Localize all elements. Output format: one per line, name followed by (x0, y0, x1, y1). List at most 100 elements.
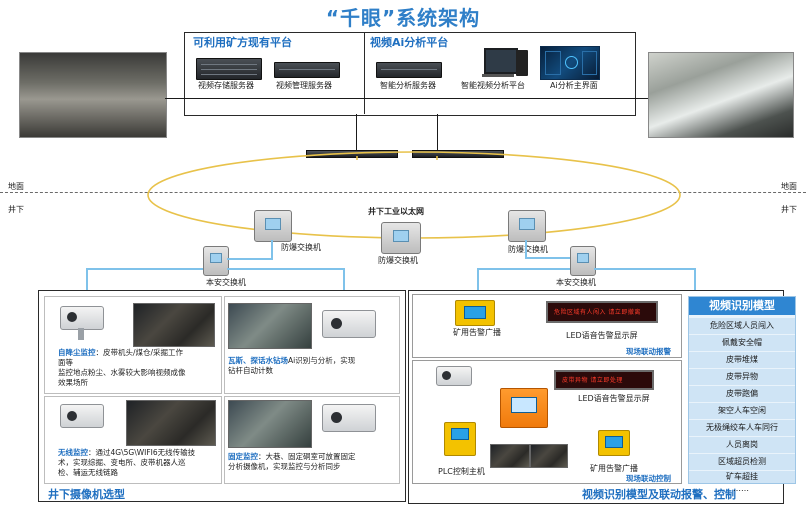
ex-switch-center-label: 防爆交换机 (378, 256, 418, 265)
model-title: 视频识别模型 (689, 297, 795, 315)
wireless-camera-desc: 无线监控：通过4G\5G\WIFI6无线传输技 术，实现综掘、变电所、皮带机器人… (58, 448, 220, 478)
wireless-camera-icon (60, 404, 104, 428)
link-line (634, 98, 648, 99)
core-switch-left (306, 150, 398, 158)
alarm-broadcast-icon-2 (598, 430, 630, 456)
camera-cell-drill (224, 296, 400, 394)
underground-label-left: 井下 (8, 205, 24, 214)
ex-switch-center (381, 222, 421, 254)
dust-camera-text: 效果场所 (58, 378, 88, 387)
field-alarm-tag: 现场联动报警 (626, 347, 671, 356)
wireless-camera-text: 术，实现综掘、变电所、皮带机器人巡 (58, 458, 186, 467)
ground-label-left: 地面 (8, 182, 24, 191)
wireless-camera-label: 无线监控 (58, 448, 88, 457)
dust-camera-desc: 自降尘监控：皮带机头/煤仓/采掘工作 面等 监控地点粉尘、水雾较大影响视频成像 … (58, 348, 218, 388)
platform-divider (364, 32, 365, 114)
led-display-1: 危险区域有人闯入 请立即撤离 (546, 301, 658, 323)
link-line (343, 268, 345, 306)
model-item: 人员离岗 (689, 437, 795, 453)
plc-controller-icon (444, 422, 476, 456)
workstation-tower-icon (516, 50, 528, 76)
is-switch-right (570, 246, 596, 276)
underground-label-right: 井下 (781, 205, 797, 214)
model-item: 无极绳绞车人车同行 (689, 420, 795, 436)
tunnel-photo-left (19, 52, 167, 138)
link-line (694, 268, 696, 298)
model-item: 危险区域人员闯入 (689, 318, 795, 334)
dust-camera-text: ：皮带机头/煤仓/采掘工作 (95, 348, 184, 357)
camera-cell-fixed (224, 396, 400, 484)
analysis-server-icon (376, 62, 442, 78)
alarm-broadcast-label: 矿用告警广播 (453, 328, 501, 337)
led-display-2-text: 皮带异物 请立即处理 (562, 377, 623, 384)
ai-platform-title: 视频Ai分析平台 (370, 36, 449, 49)
is-switch-right-label: 本安交换机 (556, 278, 596, 287)
link-line (165, 98, 184, 99)
dust-camera-text: 监控地点粉尘、水雾较大影响视频成像 (58, 368, 186, 377)
model-panel: 视频识别模型 危险区域人员闯入 佩戴安全帽 皮带堆煤 皮带异物 皮带跑偏 架空人… (688, 296, 796, 484)
analysis-camera-icon (436, 366, 472, 386)
plc-label: PLC控制主机 (438, 467, 485, 476)
tunnel-photo-right (648, 52, 794, 138)
wireless-camera-text: ：通过4G\5G\WIFI6无线传输技 (88, 448, 196, 457)
fixed-camera-label: 固定监控 (228, 452, 258, 461)
page-title: “千眼”系统架构 (325, 6, 481, 30)
ex-switch-right (508, 210, 546, 242)
model-item: 矿车超挂 (689, 471, 795, 483)
wireless-camera-text: 检、辅运无线链路 (58, 468, 118, 477)
controller-box (500, 388, 548, 428)
led-display-2-label: LED语音告警显示屏 (578, 394, 650, 403)
fixed-scene-photo (228, 400, 312, 448)
drill-camera-text: 钻杆自动计数 (228, 366, 273, 375)
ex-switch-left (254, 210, 292, 242)
link-line (525, 257, 570, 259)
model-item: 区域超员检测 (689, 454, 795, 470)
alarm-broadcast-2-label: 矿用告警广播 (590, 464, 638, 473)
alarm-broadcast-icon (455, 300, 495, 326)
link-line (227, 258, 273, 260)
storage-server-icon (196, 58, 262, 80)
link-line (594, 268, 696, 270)
field-control-tag: 现场联动控制 (626, 474, 671, 483)
is-switch-left (203, 246, 229, 276)
ex-switch-right-label: 防爆交换机 (508, 245, 548, 254)
model-item: 皮带堆煤 (689, 352, 795, 368)
dust-camera-label: 自降尘监控 (58, 348, 96, 357)
dust-scene-photo (133, 303, 215, 347)
is-switch-left-label: 本安交换机 (206, 278, 246, 287)
ground-line (0, 192, 806, 194)
camera-cell-wireless (44, 396, 222, 484)
link-line (477, 268, 479, 298)
dust-camera-text: 面等 (58, 358, 73, 367)
camera-section-title: 井下摄像机选型 (48, 488, 125, 501)
link-line (271, 240, 273, 260)
model-item: 皮带异物 (689, 369, 795, 385)
model-item: 皮带跑偏 (689, 386, 795, 402)
ex-switch-left-label: 防爆交换机 (281, 243, 321, 252)
control-subbox (412, 360, 682, 484)
ai-ui-label: Ai分析主界面 (550, 81, 598, 90)
drill-camera-desc: 瓦斯、探话水钻场Ai识别与分析，实现 钻杆自动计数 (228, 356, 396, 376)
dust-camera-icon (60, 306, 104, 330)
link-line (86, 268, 203, 270)
drill-camera-text: Ai识别与分析，实现 (288, 356, 356, 365)
ai-ui-screen (540, 46, 600, 80)
analysis-server-label: 智能分析服务器 (380, 81, 436, 90)
link-line (477, 268, 570, 270)
drill-scene-photo (228, 303, 312, 349)
camera-mount-icon (78, 328, 84, 340)
ethernet-ring-label: 井下工业以太网 (368, 207, 424, 216)
alarm-subbox (412, 294, 682, 358)
management-server-label: 视频管理服务器 (276, 81, 332, 90)
belt-scene-photo-1 (490, 444, 530, 468)
management-server-icon (274, 62, 340, 78)
model-item-ellipsis: …… (733, 484, 749, 493)
model-item: 佩戴安全帽 (689, 335, 795, 351)
existing-platform-title: 可利用矿方现有平台 (193, 36, 292, 49)
drill-camera-icon (322, 310, 376, 338)
link-line (86, 268, 88, 306)
storage-server-label: 视频存储服务器 (198, 81, 254, 90)
wireless-scene-photo (126, 400, 216, 446)
model-item: 架空人车空闲 (689, 403, 795, 419)
link-line (184, 98, 634, 99)
